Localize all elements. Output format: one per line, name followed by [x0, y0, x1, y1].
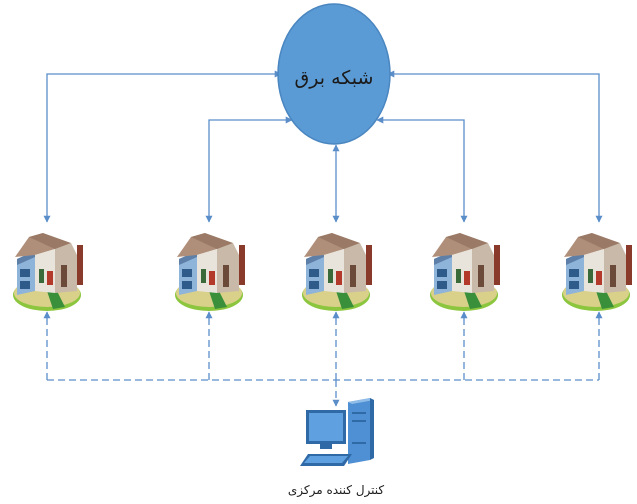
central-controller-label: کنترل کننده مرکزی	[288, 483, 385, 498]
grid-to-house-1-connector	[43, 70, 282, 223]
central-controller-node: کنترل کننده مرکزی	[288, 398, 385, 498]
connectors	[43, 70, 603, 407]
grid-to-house-5-connector	[387, 70, 603, 223]
house-icon	[13, 233, 83, 311]
power-grid-node: شبکه برق	[277, 3, 391, 145]
power-grid-label: شبکه برق	[295, 67, 374, 89]
house-icon	[302, 233, 372, 311]
grid-to-house-4-connector	[376, 116, 468, 223]
house-icon	[430, 233, 500, 311]
house-icon	[562, 233, 632, 311]
power-grid-circle	[277, 3, 391, 145]
house-icon	[175, 233, 245, 311]
computer-icon	[300, 398, 374, 466]
grid-to-house-2-connector	[205, 116, 293, 223]
